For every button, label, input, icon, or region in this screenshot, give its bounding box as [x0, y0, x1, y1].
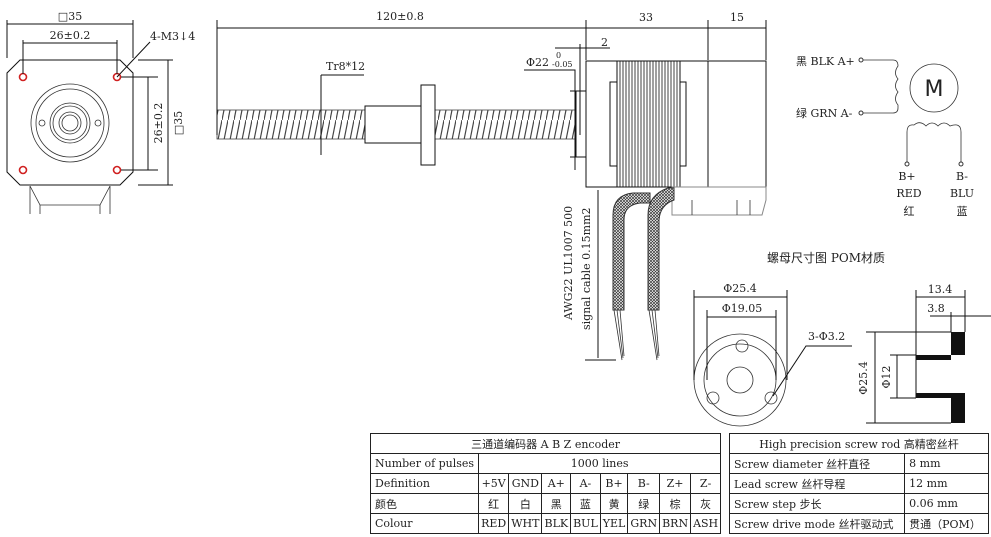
cell: GRN	[627, 513, 661, 534]
nut-drawing: 螺母尺寸图 POM材质 Φ25.4 Φ19.05 3-Φ3.2 13.4 3.8…	[693, 251, 991, 427]
row-value: 8 mm	[904, 453, 989, 474]
cable-2	[647, 187, 675, 311]
mount-hole-icon	[18, 72, 122, 175]
nut-outer-dia: Φ25.4	[723, 282, 757, 295]
pulses-label: Number of pulses	[369, 453, 480, 474]
colour-label: Colour	[369, 513, 480, 534]
front-view: □35 26±0.2 4-M3↓4 26±0.2 □35	[6, 10, 195, 214]
nut-flange: 3.8	[927, 302, 945, 315]
cell: 黑	[541, 493, 572, 514]
cell: 红	[478, 493, 510, 514]
cell: BLK	[541, 513, 572, 534]
b-plus-cn: 红	[904, 205, 915, 218]
motor-symbol-icon	[909, 63, 959, 113]
cable-spec: AWG22 UL1007 500	[562, 206, 575, 321]
nut-title: 螺母尺寸图 POM材质	[767, 251, 885, 265]
nut-flange	[420, 84, 436, 166]
width-dim: □35	[58, 10, 82, 23]
cell: RED	[478, 513, 510, 534]
table-row: Screw drive mode 丝杆驱动式贯通（POM）	[728, 513, 989, 534]
pulses-value: 1000 lines	[478, 453, 722, 474]
encoder-title: 三通道编码器 A B Z encoder	[369, 433, 722, 454]
cell: GND	[508, 473, 543, 494]
row-value: 12 mm	[904, 473, 989, 494]
cell: B-	[627, 473, 661, 494]
nut-length: 13.4	[928, 283, 953, 296]
nut-bore: Φ12	[880, 365, 893, 388]
cell: WHT	[508, 513, 543, 534]
definition-label: Definition	[369, 473, 480, 494]
cell: 黄	[599, 493, 629, 514]
motor-symbol-label: M	[925, 77, 944, 102]
nut-body	[364, 105, 423, 144]
cell: +5V	[478, 473, 510, 494]
cell: Z+	[659, 473, 692, 494]
motor-length-dim: 33	[639, 11, 653, 24]
row-label: Screw drive mode 丝杆驱动式	[728, 513, 906, 534]
boss-dia: Φ22	[526, 56, 549, 69]
wiring-schematic: 黑 BLK A+ 绿 GRN A- M B+ RED 红 B- BLU 蓝	[796, 55, 974, 218]
rear-length-dim: 15	[730, 11, 744, 24]
b-plus-color: RED	[896, 187, 921, 200]
cell: B+	[599, 473, 629, 494]
screw-title: High precision screw rod 高精密丝杆	[729, 433, 989, 454]
cell: 棕	[659, 493, 692, 514]
encoder-connector	[671, 186, 767, 216]
cell: A+	[541, 473, 572, 494]
a-minus-label: 绿 GRN A-	[796, 106, 853, 120]
a-plus-label: 黑 BLK A+	[796, 55, 855, 68]
cell: 蓝	[570, 493, 601, 514]
hole-spacing-v: 26±0.2	[152, 103, 165, 144]
boss-length-dim: 2	[601, 36, 608, 49]
height-dim: □35	[172, 111, 185, 135]
boss-tol-lower: -0.05	[552, 60, 573, 69]
row-value: 0.06 mm	[904, 493, 989, 514]
row-label: Screw step 步长	[728, 493, 906, 514]
cell: 白	[508, 493, 543, 514]
signal-cable-spec: signal cable 0.15mm2	[580, 208, 593, 331]
thread-spec: Tr8*12	[326, 60, 365, 73]
b-minus-color: BLU	[950, 187, 974, 200]
cell: A-	[570, 473, 601, 494]
cell: 绿	[627, 493, 661, 514]
row-value: 贯通（POM）	[904, 513, 989, 534]
nut-holes: 3-Φ3.2	[808, 330, 845, 343]
cell: Z-	[690, 473, 722, 494]
cn-color-row: 颜色 红白黑蓝黄绿棕灰	[369, 493, 722, 514]
row-label: Lead screw 丝杆导程	[728, 473, 906, 494]
cell: BUL	[570, 513, 601, 534]
screw-table: High precision screw rod 高精密丝杆 Screw dia…	[728, 433, 989, 534]
side-view: 120±0.8 33 15 2 Φ22 0 -0.05 Tr8*12 AWG22…	[216, 10, 767, 361]
hole-spacing-h: 26±0.2	[50, 29, 91, 42]
cell: ASH	[690, 513, 722, 534]
cell: YEL	[599, 513, 629, 534]
cell: 灰	[690, 493, 722, 514]
row-label: Screw diameter 丝杆直径	[728, 453, 906, 474]
boss-tol-upper: 0	[556, 51, 561, 60]
holes-label: 4-M3↓4	[150, 30, 195, 43]
cell: BRN	[659, 513, 692, 534]
nut-pcd: Φ19.05	[722, 302, 763, 315]
length-dim: 120±0.8	[376, 10, 424, 23]
b-minus-cn: 蓝	[957, 205, 968, 218]
b-minus-label: B-	[956, 170, 968, 183]
cn-label: 颜色	[369, 493, 480, 514]
nut-section-dia: Φ25.4	[857, 361, 870, 395]
cable-1	[612, 192, 651, 311]
b-plus-label: B+	[898, 170, 915, 183]
